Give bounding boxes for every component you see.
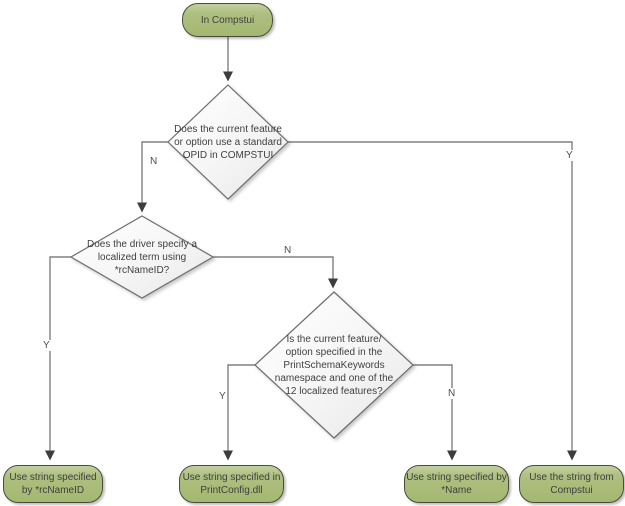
edge-label-d1-yes: Y	[565, 150, 574, 161]
node-start-label: In Compstui	[200, 14, 255, 26]
node-end-name-label: Use string specified by *Name	[406, 472, 507, 496]
node-end-printconfig-label: Use string specified in PrintConfig.dll	[182, 472, 281, 496]
connector-d2-no-to-d3	[213, 256, 338, 289]
connector-d3-yes-to-end-printconfig	[223, 364, 255, 461]
node-end-rcnameid: Use string specified by *rcNameID	[3, 465, 103, 503]
decision-d1-shape	[167, 84, 289, 200]
decision-d1: Does the current feature or option use a…	[172, 112, 284, 172]
node-end-compstui: Use the string from Compstui	[519, 465, 624, 503]
node-start: In Compstui	[182, 3, 273, 37]
decision-d2: Does the driver specify a localized term…	[75, 237, 209, 277]
connector-d2-yes-to-end-rcnameid	[45, 256, 71, 461]
node-end-compstui-label: Use the string from Compstui	[529, 472, 614, 496]
decision-d3: Is the current feature/ option specified…	[272, 332, 396, 398]
node-end-rcnameid-label: Use string specified by *rcNameID	[9, 472, 97, 496]
decision-d2-shape	[69, 215, 215, 299]
connector-d3-no-to-end-name	[413, 364, 457, 461]
decision-d3-label: Is the current feature/ option specified…	[274, 333, 394, 397]
decision-d3-shape	[254, 291, 414, 439]
edge-label-d2-no: N	[283, 245, 293, 256]
decision-d1-label: Does the current feature or option use a…	[174, 123, 282, 161]
connector-d1-no-to-d2	[137, 141, 168, 213]
edge-label-d2-yes: Y	[42, 340, 51, 351]
edge-label-d3-yes: Y	[218, 391, 227, 402]
connectors	[45, 37, 577, 461]
decision-d2-label: Does the driver specify a localized term…	[86, 238, 198, 276]
decision-shapes	[69, 84, 414, 439]
node-end-printconfig: Use string specified in PrintConfig.dll	[179, 465, 284, 503]
node-end-name: Use string specified by *Name	[404, 465, 509, 503]
connector-d1-yes-to-end-compstui	[288, 141, 577, 461]
edge-label-d3-no: N	[447, 388, 457, 399]
edge-label-d1-no: N	[149, 156, 159, 167]
